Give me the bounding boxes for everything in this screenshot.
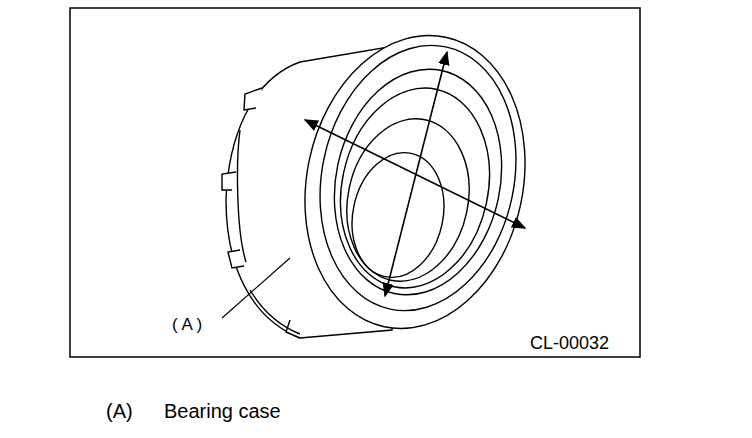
case-edge [238, 130, 246, 262]
case-tab [244, 88, 262, 110]
bearing-ring [323, 74, 508, 302]
caption-text: Bearing case [164, 400, 281, 422]
figure-frame [70, 8, 640, 357]
part-callout: ( A ) [172, 316, 202, 335]
caption-key: (A) [106, 400, 133, 422]
bearing-flange [279, 15, 552, 349]
bearing-ring [314, 53, 522, 310]
figure-number: CL-00032 [530, 334, 609, 354]
bearing-ring [332, 107, 483, 292]
diameter-arrow [305, 120, 525, 228]
bearing-ring [296, 27, 540, 329]
case-tab [228, 250, 244, 268]
leader-line [222, 258, 290, 318]
case-tab [222, 172, 236, 190]
case-edge [250, 290, 300, 334]
